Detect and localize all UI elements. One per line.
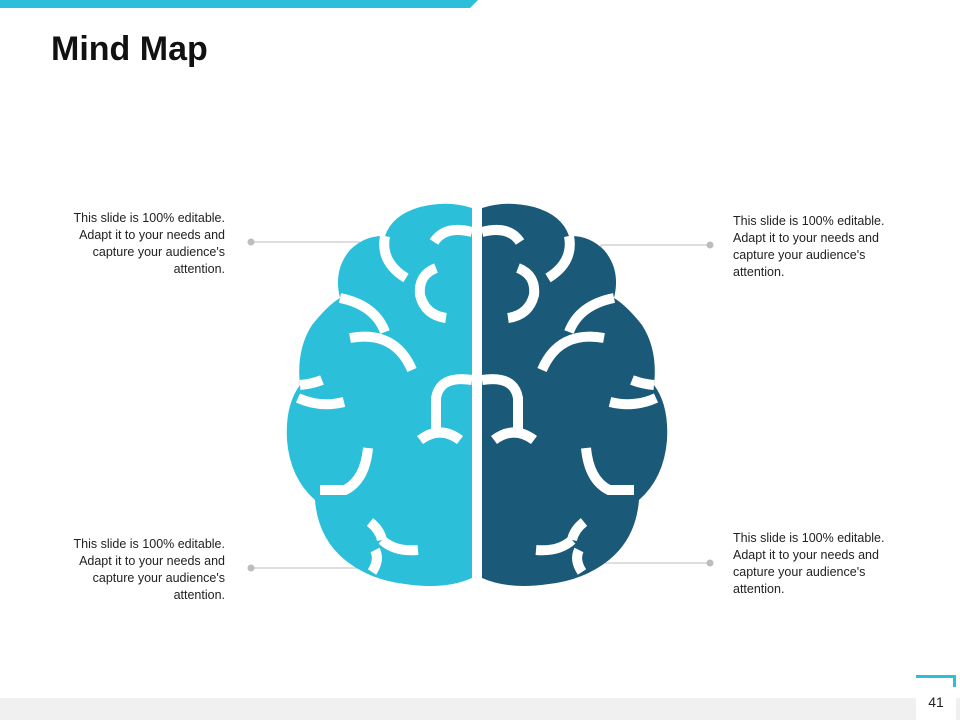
dot-bottom-left xyxy=(247,564,255,572)
connector-top-left xyxy=(251,241,360,262)
note-bottom-left: This slide is 100% editable. Adapt it to… xyxy=(73,537,225,602)
note-top-right: This slide is 100% editable. Adapt it to… xyxy=(733,214,885,279)
brain-folds-left xyxy=(295,225,474,575)
dot-bottom-right xyxy=(706,559,714,567)
slide-title: Mind Map xyxy=(51,30,208,68)
page-number: 41 xyxy=(928,694,944,710)
brain-folds-right xyxy=(480,225,659,575)
dot-top-right xyxy=(706,241,714,249)
page-number-box: 41 xyxy=(916,675,956,720)
footer-bar xyxy=(0,698,960,720)
connector-dots xyxy=(247,238,714,572)
note-top-left: This slide is 100% editable. Adapt it to… xyxy=(73,211,225,276)
note-bottom-right: This slide is 100% editable. Adapt it to… xyxy=(733,531,885,596)
dot-top-left xyxy=(247,238,255,246)
connector-top-right xyxy=(600,244,710,265)
top-accent-bar xyxy=(0,0,478,8)
